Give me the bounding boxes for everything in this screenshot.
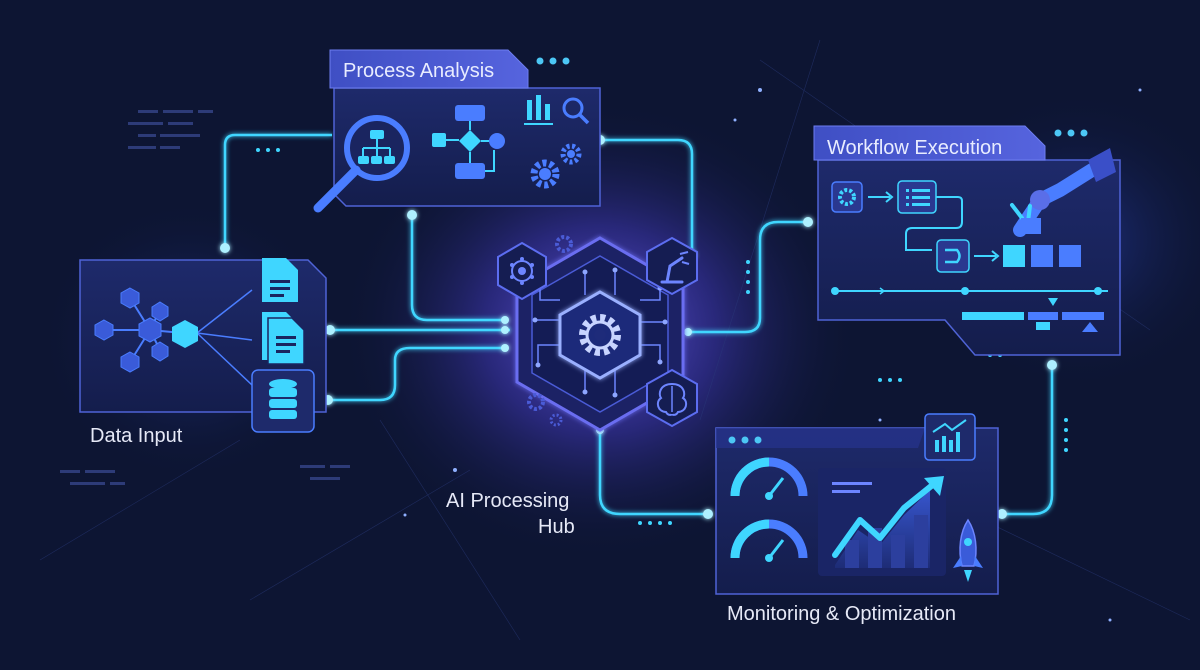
monitoring-label: Monitoring & Optimization (727, 603, 956, 625)
monitoring-panel[interactable]: Monitoring & Optimization (715, 413, 999, 625)
robot-arm-icon (646, 236, 698, 296)
network-icon (94, 287, 253, 386)
list-icon (897, 180, 937, 214)
process-analysis-panel[interactable]: Process Analysis (313, 49, 601, 213)
bar-chart-icon (524, 95, 590, 125)
connector-lines (223, 133, 1054, 516)
workflow-execution-title: Workflow Execution (827, 137, 1002, 159)
connector-hub-to-workflow (688, 220, 808, 334)
connector-input-to-analysis (223, 133, 332, 248)
gantt-bars (962, 298, 1104, 332)
circuit-traces (535, 270, 665, 395)
gauge-icon (730, 457, 808, 500)
task-blocks (1003, 245, 1081, 267)
window-dots (728, 436, 762, 444)
connector-hub-to-monitoring (598, 430, 708, 516)
data-input-panel[interactable]: Data Input (79, 258, 327, 447)
gear-icon (530, 143, 582, 189)
process-analysis-title: Process Analysis (343, 60, 494, 82)
rocket-icon (953, 518, 983, 582)
connector-analysis-to-hub-right (600, 138, 694, 255)
ai-processing-hub[interactable]: AI Processing Hub (446, 235, 698, 538)
brain-icon (646, 368, 698, 428)
gear-icon (527, 235, 573, 427)
data-input-label: Data Input (90, 425, 183, 447)
document-icon (262, 312, 305, 365)
robot-arm-icon (1010, 148, 1116, 237)
connector-input-to-hub-bottom (328, 346, 505, 402)
workflow-execution-panel[interactable]: Workflow Execution (813, 125, 1121, 356)
gear-icon (579, 314, 621, 356)
flowchart-icon (432, 105, 505, 179)
connector-workflow-to-monitoring (1002, 365, 1054, 516)
ai-hub-label-line1: AI Processing (446, 490, 569, 512)
database-icon (251, 369, 315, 433)
document-icon (262, 258, 298, 302)
network-icon (497, 241, 547, 301)
window-dots (536, 57, 570, 65)
magnifier-icon (313, 115, 410, 213)
gear-icon (831, 181, 863, 213)
gauge-icon (730, 519, 808, 562)
trend-arrow-icon (924, 413, 976, 461)
ai-hub-label-line2: Hub (538, 516, 575, 538)
timeline-track (831, 287, 1108, 295)
window-dots (1054, 129, 1088, 137)
connector-analysis-to-hub-left (410, 215, 505, 322)
connector-dot-trails (256, 148, 1068, 525)
growth-chart (818, 468, 946, 576)
loop-icon (936, 239, 970, 273)
